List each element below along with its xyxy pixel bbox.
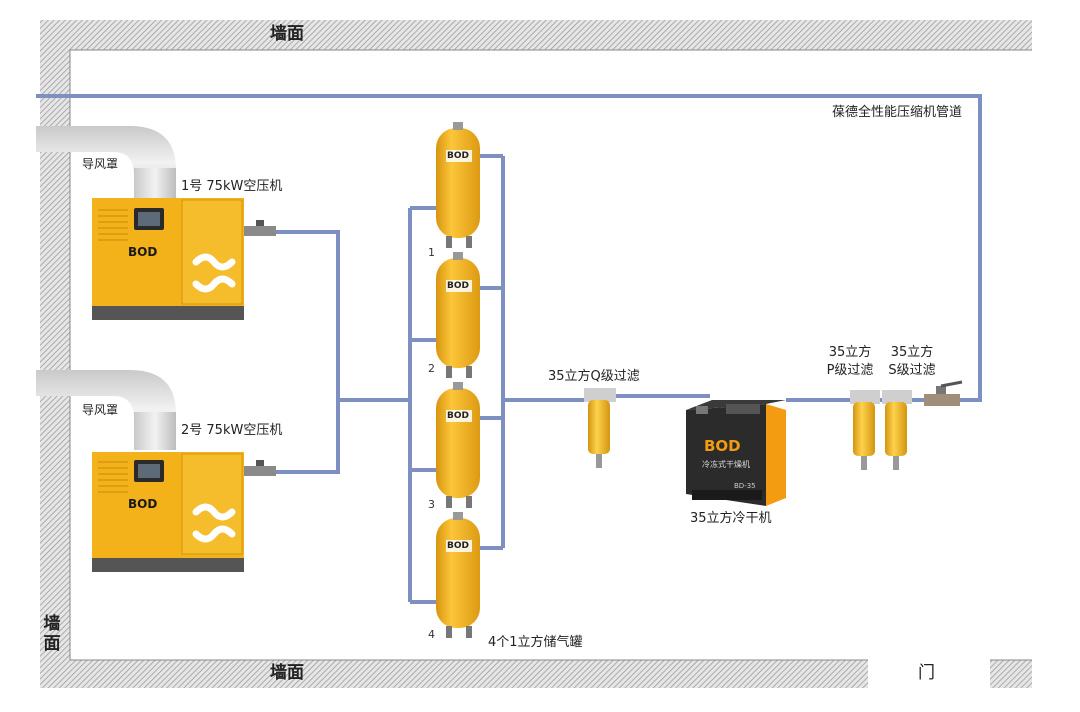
tank-1-number: 1 [428,246,435,259]
tank-2-brand: BOD [447,281,469,291]
wall-top [40,20,1032,50]
dryer-label: 35立方冷干机 [690,511,772,526]
compressor-1-brand: BOD [128,245,158,259]
dryer-brand: BOD [704,437,741,455]
tank-2 [436,252,480,378]
tank-3 [436,382,480,508]
wall-bottom-right [990,660,1032,688]
tank-1 [436,122,480,248]
dryer-sub: 冷冻式干燥机 [702,460,750,469]
wall-bottom [40,660,868,688]
refrigerated-dryer [686,400,786,506]
compressor-1 [92,198,276,320]
tank-2-number: 2 [428,362,435,375]
compressor-pipes [276,230,410,474]
pipeline-label: 葆德全性能压缩机管道 [832,105,963,120]
tanks-label: 4个1立方储气罐 [488,635,583,650]
compressor-2 [92,452,276,572]
s-filter [882,390,912,470]
s-filter-label-line1: 35立方 [890,345,934,360]
air-duct-1 [36,126,176,200]
duct-2-label: 导风罩 [82,403,119,417]
tank-3-number: 3 [428,498,435,511]
wall-left [40,20,70,688]
dryer-model: BD-35 [734,482,756,490]
tank-4 [436,512,480,638]
tank-4-brand: BOD [447,541,469,551]
compressor-2-label: 2号 75kW空压机 [181,423,283,438]
wall-top-label: 墙面 [270,24,304,44]
main-pipeline [36,94,982,402]
compressor-2-brand: BOD [128,497,158,511]
tank-1-brand: BOD [447,151,469,161]
p-filter-label-line2: P级过滤 [826,363,874,378]
p-filter [850,390,880,470]
air-duct-2 [36,370,176,450]
p-filter-label-line1: 35立方 [828,345,872,360]
wall-bottom-label: 墙面 [270,663,304,683]
q-filter-label: 35立方Q级过滤 [548,369,640,384]
tank-manifold [408,154,940,604]
compressor-1-label: 1号 75kW空压机 [181,179,283,194]
duct-1-label: 导风罩 [82,157,119,171]
door-label: 门 [918,663,935,683]
tank-4-number: 4 [428,628,435,641]
outlet-valve [924,380,963,406]
wall-left-label: 墙面 [43,614,61,654]
s-filter-label-line2: S级过滤 [888,363,936,378]
tank-3-brand: BOD [447,411,469,421]
q-filter [584,388,616,468]
